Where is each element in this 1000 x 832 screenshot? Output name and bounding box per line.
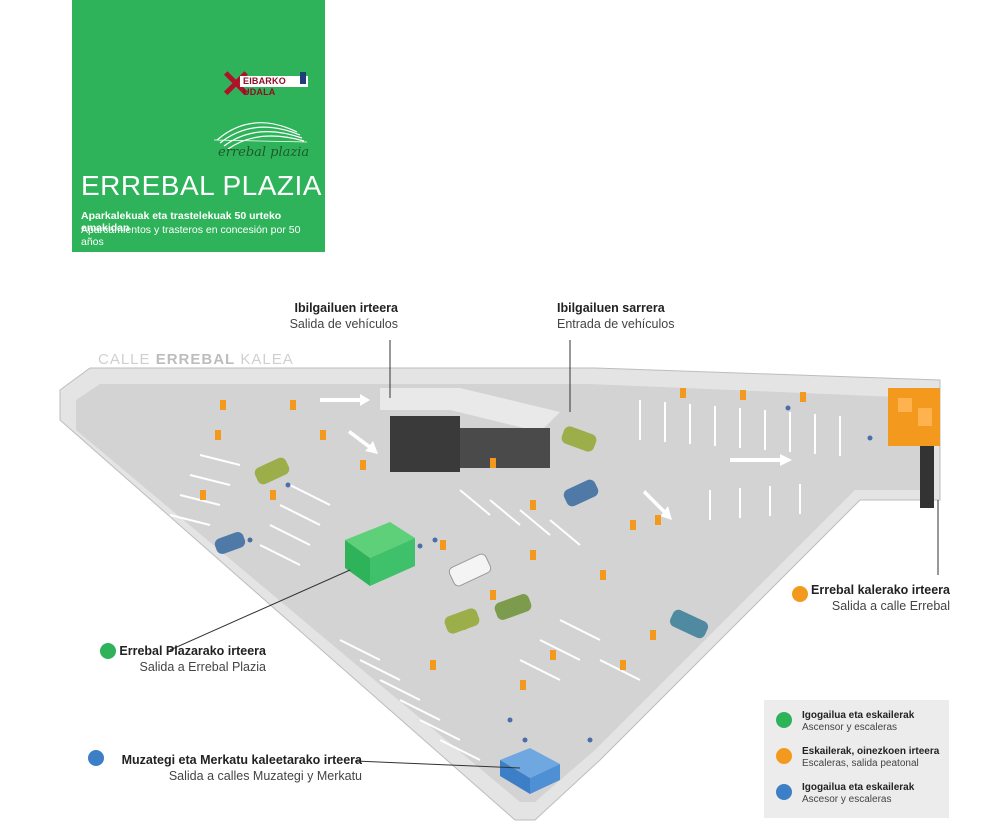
blue-legend-icon (776, 784, 792, 800)
stall-lines (169, 400, 841, 761)
car (448, 553, 492, 587)
vehicle-entry-callout: Ibilgailuen sarrera Entrada de vehículos (557, 300, 757, 332)
legend-item-subtitle: Ascesor y escaleras (802, 794, 892, 805)
wall-block (390, 416, 460, 472)
car (494, 594, 532, 620)
wall-block (460, 428, 550, 468)
header-panel: ✕ EIBARKO UDALA errebal plazia ERREBAL P… (72, 0, 325, 252)
car (563, 479, 599, 507)
green-legend-icon (776, 712, 792, 728)
vehicle-entry-title: Ibilgailuen sarrera (557, 301, 665, 315)
plaza-exit-title: Errebal Plazarako irteera (119, 644, 266, 658)
parked-cars (214, 426, 709, 639)
blue-marker-icon (88, 750, 104, 766)
vehicle-entry-subtitle: Entrada de vehículos (557, 317, 675, 331)
parking-floor (76, 384, 920, 802)
green-elevator-block (345, 522, 415, 586)
errebal-street-exit-callout: Errebal kalerako irteera Salida a calle … (778, 582, 950, 614)
car (669, 609, 709, 639)
ramp (380, 388, 560, 432)
logo-text: EIBARKO UDALA (240, 76, 308, 97)
orange-legend-icon (776, 748, 792, 764)
orange-stairs-block (888, 388, 940, 446)
plaza-logo-text: errebal plazia (218, 145, 310, 160)
car (444, 608, 480, 634)
legend-item-subtitle: Ascensor y escaleras (802, 722, 898, 733)
direction-arrows (320, 394, 792, 520)
eibar-council-logo: ✕ EIBARKO UDALA (220, 66, 308, 104)
subtitle-basque: Aparkalekuak eta trastelekuak 50 urteko … (81, 210, 282, 234)
vehicle-exit-title: Ibilgailuen irteera (294, 301, 398, 315)
plaza-roof-logo (213, 122, 308, 150)
museum-market-exit-subtitle: Salida a calles Muzategi y Merkatu (168, 769, 362, 783)
vehicle-exit-callout: Ibilgailuen irteera Salida de vehículos (230, 300, 398, 332)
legend: Igogailua eta eskailerak Ascensor y esca… (764, 700, 949, 818)
street-label: CALLE ERREBAL KALEA (98, 351, 294, 368)
museum-market-exit-callout: Muzategi eta Merkatu kaleetarako irteera… (100, 752, 362, 784)
museum-market-exit-title: Muzategi eta Merkatu kaleetarako irteera (121, 753, 362, 767)
parking-map: CALLE ERREBAL KALEA (59, 340, 941, 821)
car (254, 457, 290, 485)
legend-item-title: Eskailerak, oinezkoen irteera (802, 746, 940, 757)
blue-elevator-block (500, 748, 560, 794)
car (561, 426, 597, 452)
legend-item-title: Igogailua eta eskailerak (802, 710, 915, 721)
subtitle-spanish: Aparcamientos y trasteros en concesión p… (81, 224, 301, 248)
logo-flag (300, 72, 306, 84)
plaza-exit-callout: Errebal Plazarako irteera Salida a Erreb… (100, 643, 266, 675)
legend-item-title: Igogailua eta eskailerak (802, 782, 915, 793)
plaza-exit-subtitle: Salida a Errebal Plazia (139, 660, 266, 674)
pedestrians (247, 405, 873, 743)
legend-item-subtitle: Escaleras, salida peatonal (802, 758, 919, 769)
leader-lines (169, 340, 939, 769)
vehicle-exit-subtitle: Salida de vehículos (289, 317, 398, 331)
errebal-street-exit-title: Errebal kalerako irteera (811, 583, 950, 597)
orange-marker-icon (792, 586, 808, 602)
green-marker-icon (100, 643, 116, 659)
car (214, 532, 246, 554)
page-title: ERREBAL PLAZIA (81, 170, 322, 201)
errebal-street-exit-subtitle: Salida a calle Errebal (831, 599, 950, 613)
